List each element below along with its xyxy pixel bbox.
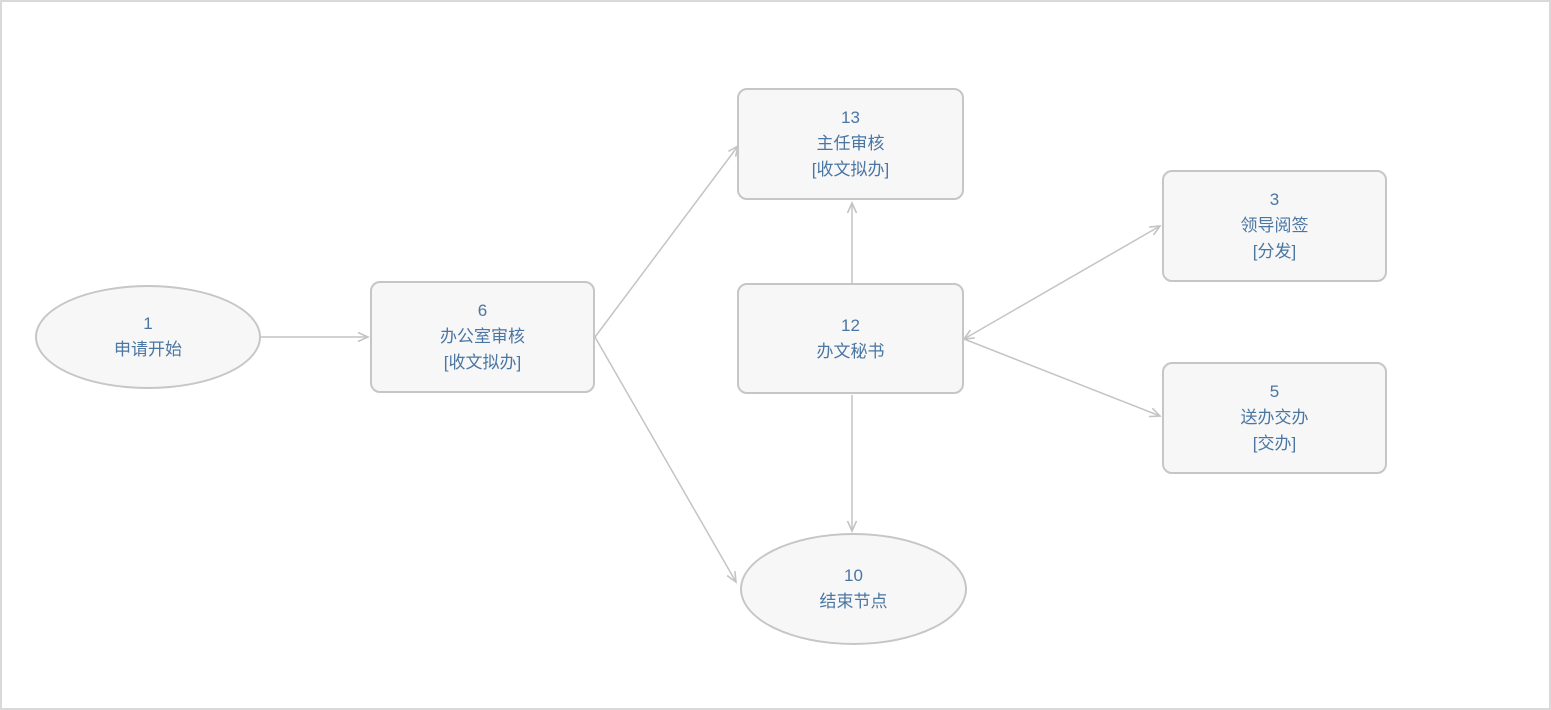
node-label: 结束节点 [819,592,888,611]
node-category: [收文拟办] [443,353,522,372]
edge-12-to-5 [963,338,1160,416]
node-apply-start[interactable]: 1 申请开始 [35,285,261,389]
node-category: [分发] [1252,242,1297,261]
node-number: 6 [477,301,488,320]
edge-6-to-10 [594,336,736,582]
node-assign-handle[interactable]: 5 送办交办 [交办] [1162,362,1387,474]
node-number: 12 [841,315,860,335]
node-label: 申请开始 [114,340,182,359]
node-director-review[interactable]: 13 主任审核 [收文拟办] [737,88,964,200]
node-leader-sign[interactable]: 3 领导阅签 [分发] [1162,170,1387,282]
node-office-review[interactable]: 6 办公室审核 [收文拟办] [370,281,595,393]
node-label: 办公室审核 [440,327,525,346]
node-label: 送办交办 [1240,408,1309,427]
node-end[interactable]: 10 结束节点 [740,533,967,645]
node-label: 办文秘书 [816,341,885,361]
node-number: 1 [143,314,153,333]
node-doc-secretary[interactable]: 12 办文秘书 [737,283,964,394]
node-category: [收文拟办] [811,160,890,179]
edge-12-to-3 [964,226,1160,339]
edge-6-to-13 [594,146,738,338]
node-category: [交办] [1252,434,1297,453]
node-number: 3 [1269,190,1280,209]
node-label: 领导阅签 [1240,216,1309,235]
node-number: 5 [1269,382,1280,401]
node-number: 10 [844,566,863,585]
node-label: 主任审核 [816,134,885,153]
node-number: 13 [841,108,860,127]
